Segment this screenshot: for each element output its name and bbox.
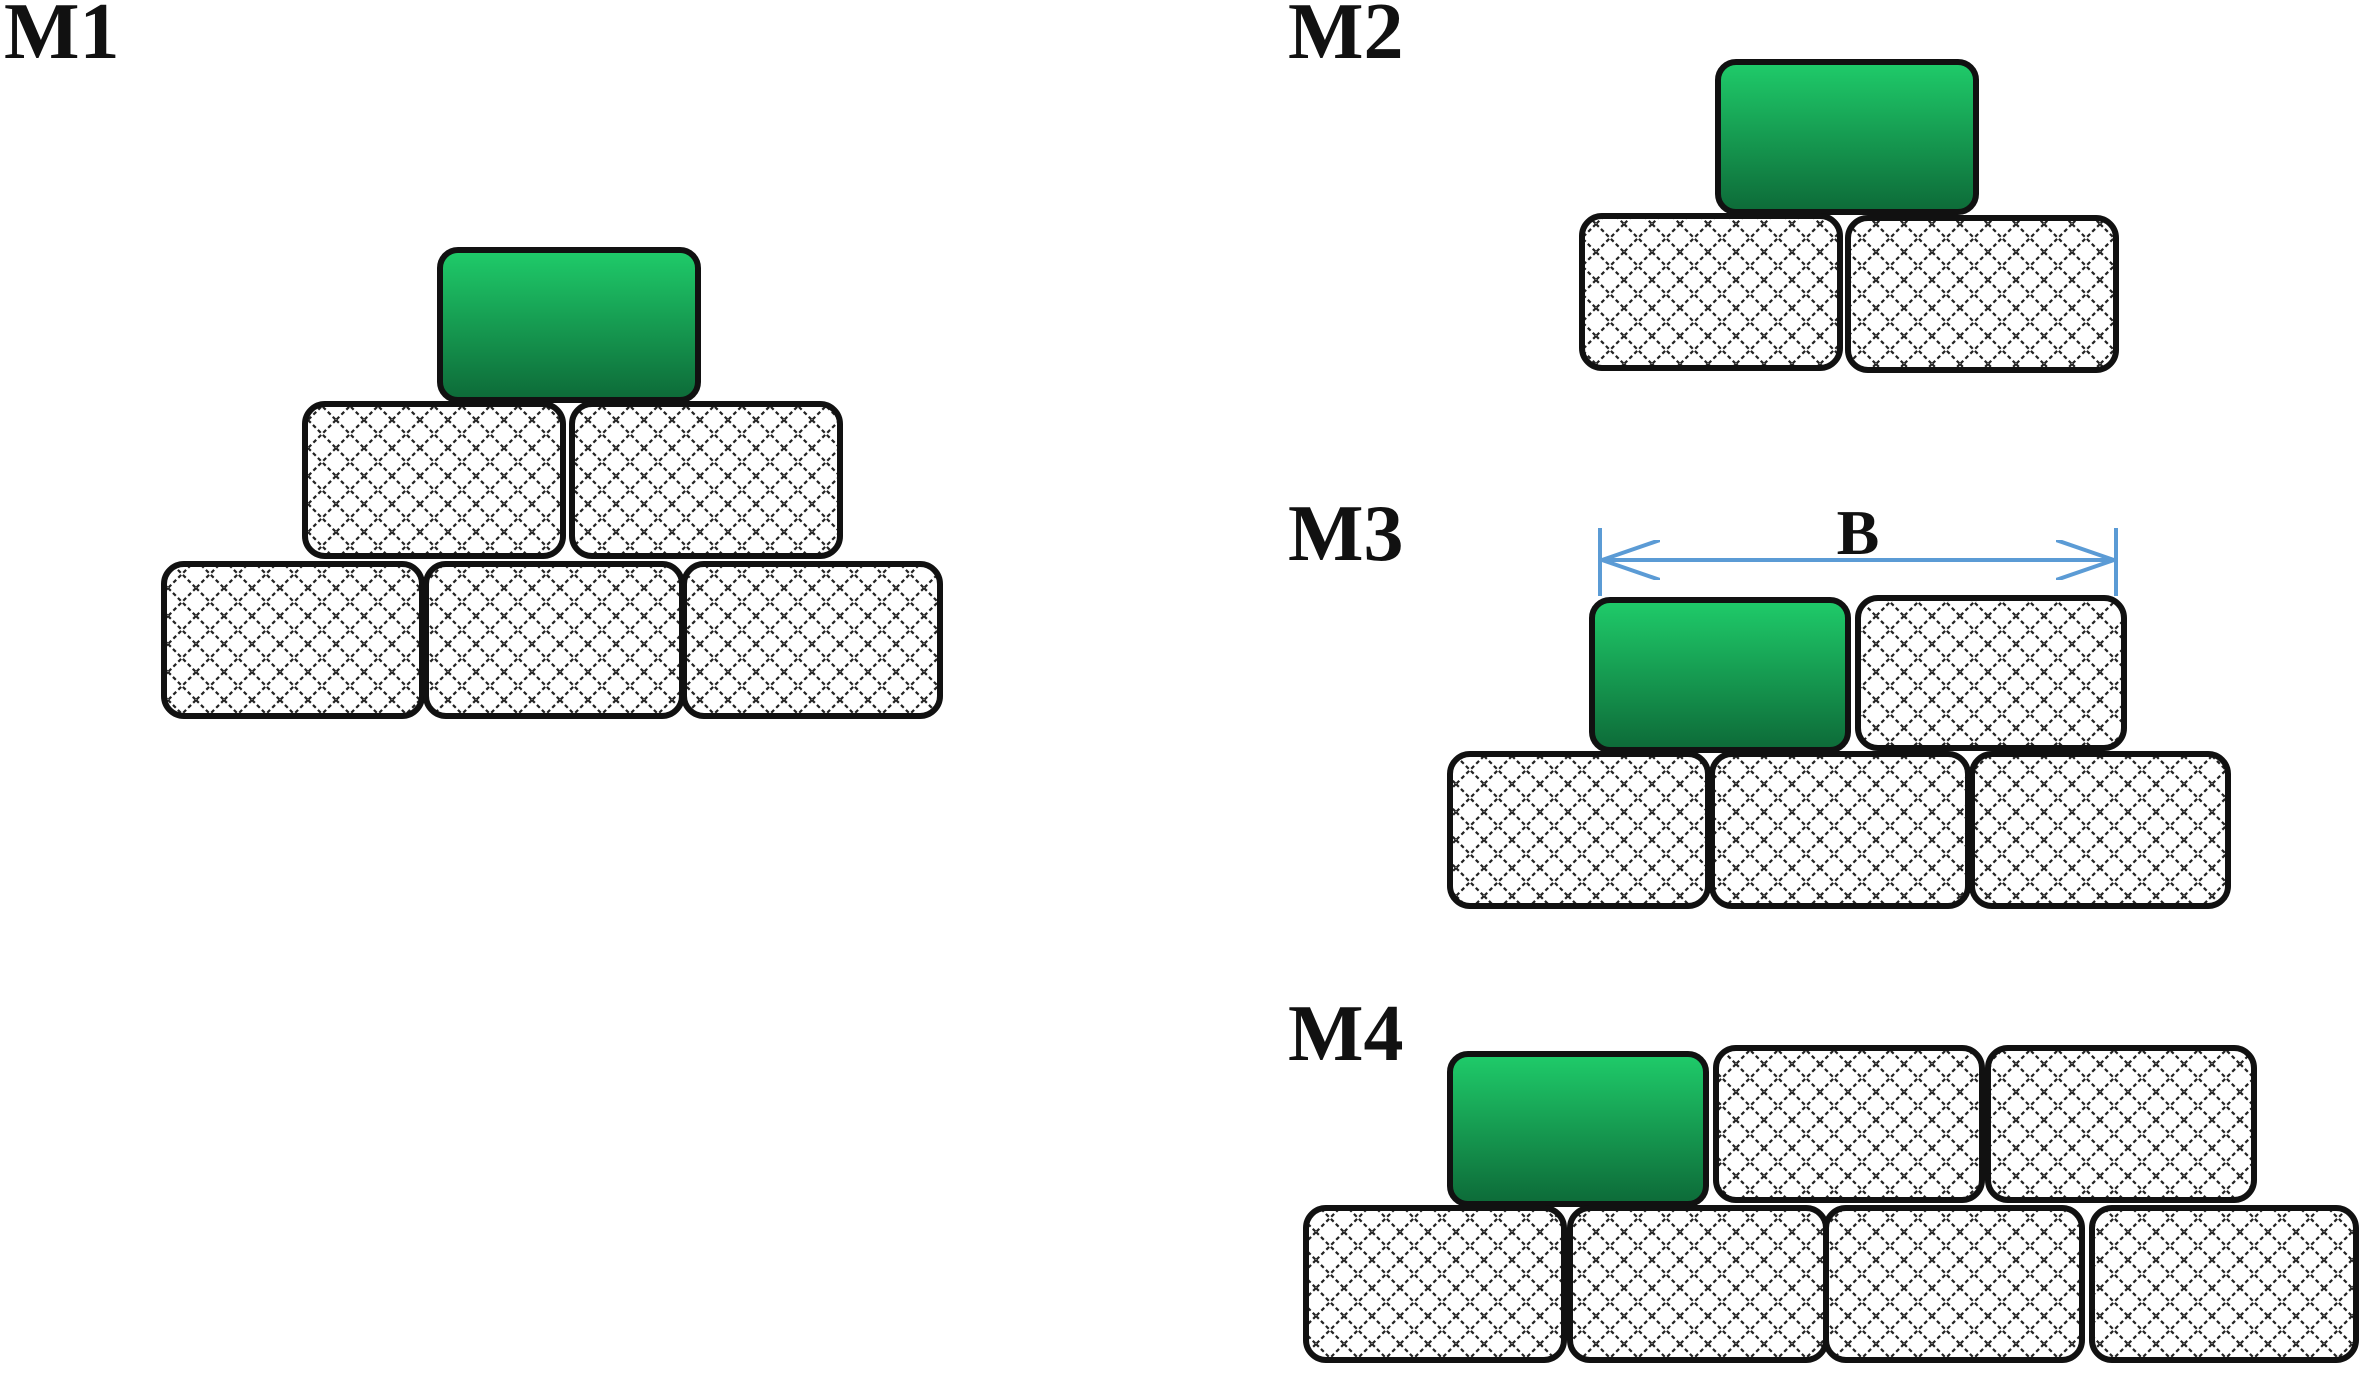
hatched-block — [1845, 215, 2119, 373]
panel-m2: M2 — [1288, 0, 2119, 373]
hatched-block — [1985, 1045, 2257, 1203]
panel-m4: M4 — [1288, 990, 2359, 1363]
panel-label-m3: M3 — [1288, 490, 1404, 578]
hatched-block — [569, 401, 843, 559]
panel-label-m2: M2 — [1288, 0, 1404, 76]
panel-m3: M3 B — [1288, 490, 2231, 909]
panel-m1: M1 — [4, 0, 943, 719]
green-block — [1715, 59, 1979, 215]
green-block — [437, 247, 701, 403]
hatched-block — [423, 561, 685, 719]
green-block — [1589, 597, 1851, 753]
hatched-block — [1709, 751, 1971, 909]
hatched-block — [1969, 751, 2231, 909]
panel-label-m1: M1 — [4, 0, 120, 76]
hatched-block — [1855, 595, 2127, 751]
hatched-block — [1567, 1205, 1829, 1363]
hatched-block — [302, 401, 566, 559]
hatched-block — [1303, 1205, 1567, 1363]
hatched-block — [1447, 751, 1711, 909]
dimension-b: B — [1598, 497, 2118, 596]
hatched-block — [2089, 1205, 2359, 1363]
hatched-block — [1823, 1205, 2085, 1363]
hatched-block — [681, 561, 943, 719]
hatched-block — [1713, 1045, 1985, 1203]
panel-label-m4: M4 — [1288, 990, 1404, 1078]
green-block — [1447, 1051, 1709, 1207]
hatched-block — [1579, 213, 1843, 371]
dimension-label: B — [1837, 497, 1880, 568]
hatched-block — [161, 561, 425, 719]
